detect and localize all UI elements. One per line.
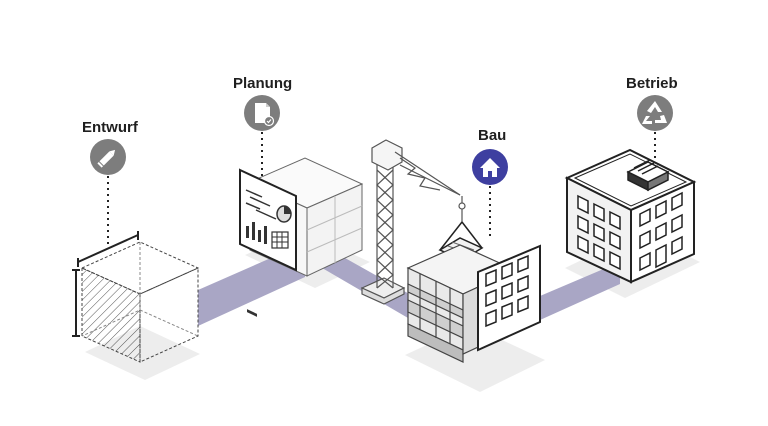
house-icon[interactable] [472, 149, 508, 185]
document-check-icon[interactable] [244, 95, 280, 131]
crane [360, 139, 466, 305]
pencil-icon[interactable] [90, 139, 126, 175]
stage-label-planung: Planung [233, 75, 293, 92]
betrieb-windows [577, 191, 683, 272]
rooftop-unit [626, 159, 670, 192]
stage-label-entwurf: Entwurf [82, 119, 138, 136]
stage-label-bau: Bau [478, 127, 507, 144]
leader-lines [107, 132, 656, 248]
stage-label-betrieb: Betrieb [626, 75, 678, 92]
path-segment-entwurf-planung [198, 243, 305, 326]
path-segment-bau-betrieb [540, 262, 620, 320]
entwurf-cube [72, 231, 200, 363]
recycle-icon[interactable] [637, 95, 673, 131]
bau-facade [477, 244, 541, 352]
planung-plan-panel [239, 168, 297, 317]
